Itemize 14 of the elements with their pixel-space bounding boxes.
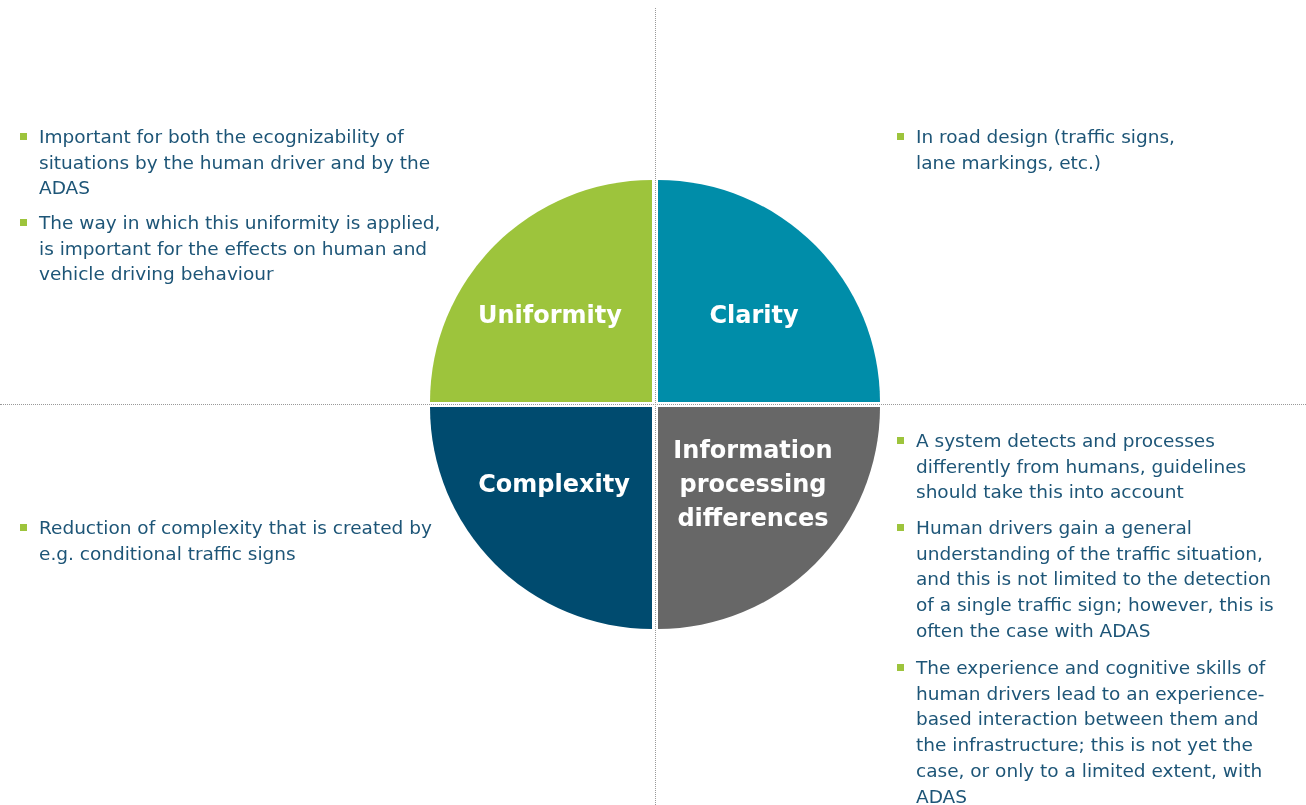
quarter-circle-segment [430,407,652,629]
segment-title: Clarity [708,300,800,331]
segment-title: Information processing differences [672,435,834,534]
segment-title: Uniformity [477,300,623,331]
quarter-circle-segment [658,407,880,629]
bullet-text: The way in which this uniformity is applied, is important for the effects on human and vehicle driving behaviour [20,210,450,288]
bullet-text: The experience and cognitive skills of human drivers lead to an experience-based interaction between them and the infrastructure; this is not yet the case, or only to a limited extent, with ADAS [897,655,1292,805]
bullet-text: Human drivers gain a general understanding of the traffic situation, and this is not limited to the detection of a single traffic sign; however, this is often the case with ADAS [897,515,1292,644]
bullet-text: Reduction of complexity that is created by e.g. conditional traffic signs [20,515,450,567]
bullet-text: A system detects and processes differently from humans, guidelines should take this into account [897,428,1292,506]
bullet-text: Important for both the ecognizability of situations by the human driver and by the ADAS [20,124,450,202]
segment-title: Complexity [477,469,631,500]
bullet-text: In road design (traffic signs, lane markings, etc.) [897,124,1197,176]
quarter-circle-segment [658,180,880,402]
